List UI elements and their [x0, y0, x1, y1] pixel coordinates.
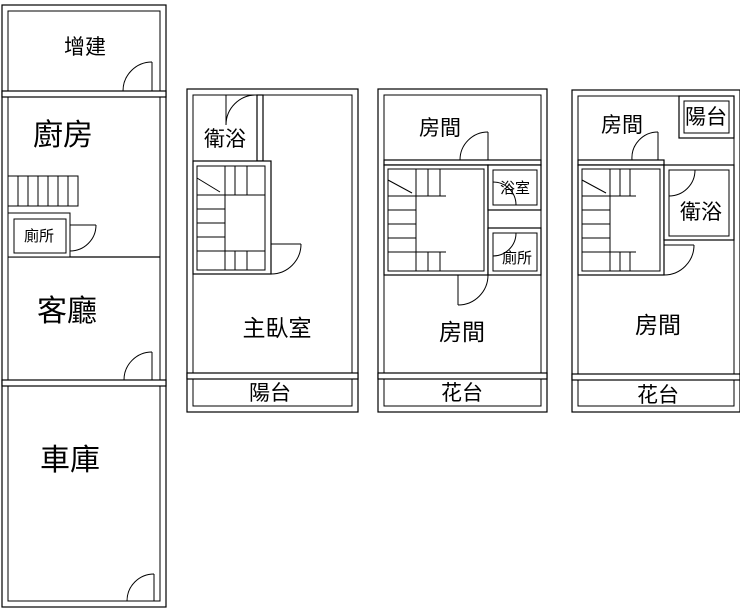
- floor-1-stair: [7, 175, 79, 207]
- floor-3-stair-inner: [387, 168, 485, 272]
- room-label-toilet-floor-3: 廁所: [502, 249, 532, 267]
- floor-1-door-living: [123, 351, 153, 381]
- floor-2-bathroom-partition: [256, 94, 264, 162]
- floor-2-stair: [196, 166, 265, 270]
- floor-3-divider-top: [383, 159, 542, 166]
- floor-4-divider-top: [577, 159, 665, 166]
- floor-4-balcony-inner: [683, 100, 730, 134]
- room-label-living-room: 客廳: [37, 294, 97, 329]
- floor-3-planter-wall: [377, 372, 548, 380]
- floor-2-stair-inner: [196, 165, 266, 271]
- floor-1-plan: 增建 廚房 廁所 客廳 車庫: [1, 4, 167, 608]
- floor-4-door-bathroom: [668, 169, 696, 197]
- floor-2-door-master: [270, 243, 302, 275]
- room-label-master-bedroom: 主臥室: [243, 316, 312, 342]
- floor-3-door-bottom-room: [457, 274, 489, 306]
- floor-2-plan: 衛浴 主臥室 陽台: [186, 88, 359, 413]
- floor-3-door-shower: [492, 181, 517, 206]
- room-label-kitchen: 廚房: [33, 118, 93, 153]
- floor-3-stair: [387, 169, 446, 271]
- floor-1-door-toilet: [69, 224, 97, 252]
- room-label-balcony-floor-2: 陽台: [249, 381, 291, 405]
- room-label-bathroom-floor-4: 衛浴: [680, 200, 722, 224]
- floor-1-door-garage: [126, 573, 155, 602]
- floor-1-inner-wall: [7, 10, 161, 602]
- floor-1-door-extension: [122, 61, 153, 92]
- floor-3-plan: 房間 浴室 廁所 房間 花台: [377, 88, 548, 413]
- floor-3-door-toilet: [492, 232, 517, 257]
- floor-4-planter-wall: [571, 373, 740, 381]
- floor-2-balcony-wall: [186, 372, 359, 380]
- room-label-planter-floor-4: 花台: [637, 383, 679, 407]
- floor-1-divider-garage: [1, 379, 167, 387]
- floor-3-door-top-room: [459, 131, 489, 161]
- room-label-room-bottom-floor-4: 房間: [635, 313, 681, 339]
- room-label-extension: 增建: [64, 35, 106, 59]
- floor-1-divider-extension: [1, 90, 167, 98]
- floor-4-door-top-room: [631, 131, 659, 161]
- room-label-room-top-floor-4: 房間: [601, 113, 643, 137]
- room-label-bathroom-floor-2: 衛浴: [204, 127, 246, 151]
- floor-2-bathroom-wall: [192, 94, 258, 162]
- floor-3-toilet-inner: [492, 232, 538, 272]
- room-label-garage: 車庫: [40, 443, 100, 478]
- floor-4-bathroom-inner: [668, 169, 730, 237]
- floor-4-door-bottom-room: [663, 244, 695, 276]
- room-label-room-top-floor-3: 房間: [419, 116, 461, 140]
- floor-4-plan: 房間 陽台 衛浴 房間 花台: [571, 89, 740, 413]
- floor-2-door-bathroom: [225, 94, 257, 126]
- room-label-balcony-floor-4: 陽台: [685, 105, 727, 129]
- room-label-room-bottom-floor-3: 房間: [439, 320, 485, 346]
- floor-4-stair: [581, 169, 636, 271]
- room-label-toilet-floor-1: 廁所: [24, 227, 54, 245]
- room-label-shower-floor-3: 浴室: [500, 179, 530, 197]
- floor-4-stair-inner: [581, 168, 661, 272]
- floor-1-toilet-inner: [13, 218, 67, 254]
- room-label-planter-floor-3: 花台: [441, 381, 483, 405]
